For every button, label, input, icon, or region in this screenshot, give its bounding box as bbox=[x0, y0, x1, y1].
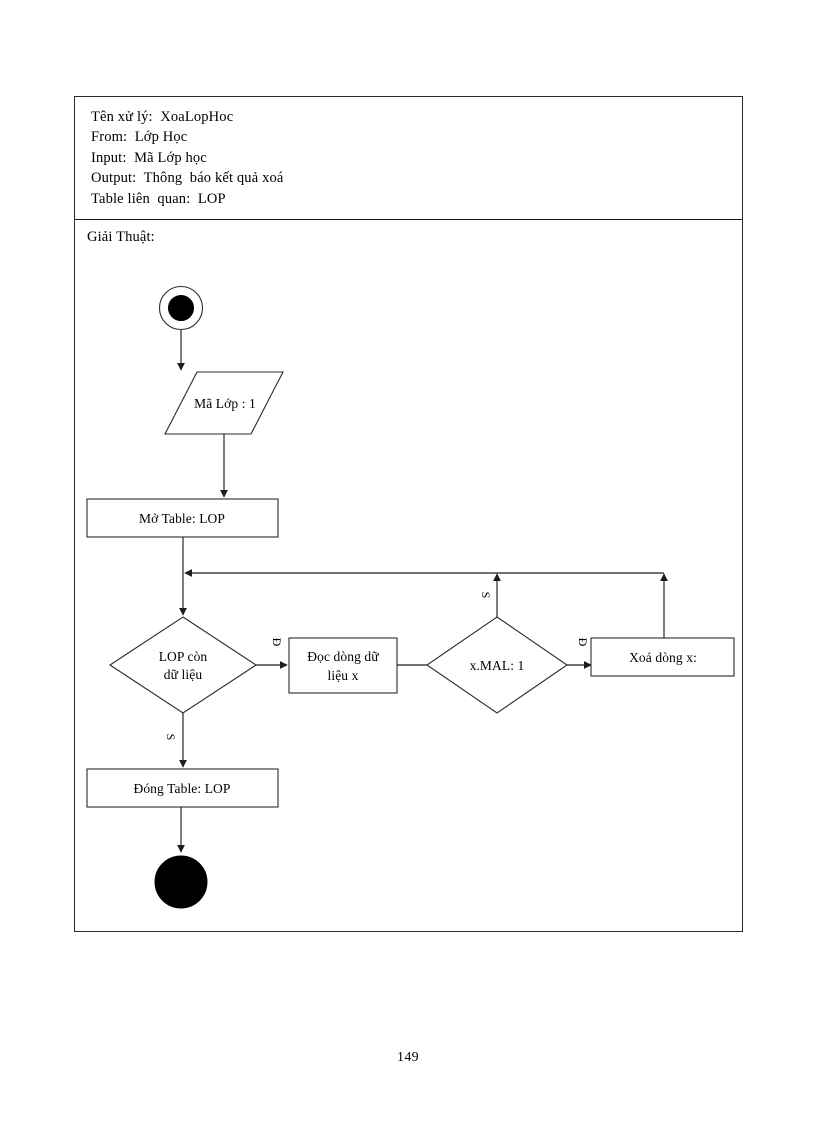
node-decision-check-mal-label: x.MAL: 1 bbox=[470, 658, 525, 673]
node-input-ma-lop: Mã Lớp : 1 bbox=[164, 371, 284, 435]
node-read-row-label-line2: liệu x bbox=[328, 668, 359, 683]
node-decision-has-data: LOP còn dữ liệu bbox=[108, 616, 258, 714]
edge-label-check-mal-true: Đ bbox=[576, 638, 590, 647]
algorithm-section-title: Giải Thuật: bbox=[87, 229, 155, 245]
meta-line-from: From: Lớp Học bbox=[91, 129, 188, 146]
node-read-row-label-line1: Đọc dòng dữ bbox=[307, 649, 379, 664]
node-close-table-label: Đóng Table: LOP bbox=[133, 781, 230, 796]
meta-line-process-name: Tên xử lý: XoaLopHoc bbox=[91, 109, 234, 125]
meta-line-output: Output: Thông báo kết quả xoá bbox=[91, 170, 284, 187]
node-close-table: Đóng Table: LOP bbox=[86, 768, 279, 808]
node-input-label: Mã Lớp : 1 bbox=[194, 396, 256, 411]
header-divider bbox=[75, 219, 742, 220]
node-open-table-label: Mở Table: LOP bbox=[139, 511, 225, 526]
node-decision-has-data-label-line2: dữ liệu bbox=[164, 667, 203, 682]
flowchart-canvas: Mã Lớp : 1 Mở Table: LOP LOP còn dữ liệu… bbox=[75, 97, 744, 933]
node-decision-check-mal: x.MAL: 1 bbox=[426, 616, 568, 714]
meta-line-table: Table liên quan: LOP bbox=[91, 190, 226, 207]
node-end bbox=[154, 855, 208, 909]
page-number: 149 bbox=[397, 1050, 419, 1065]
node-read-row: Đọc dòng dữ liệu x bbox=[288, 637, 398, 694]
document-frame: Tên xử lý: XoaLopHoc From: Lớp Học Input… bbox=[74, 96, 743, 932]
edge-label-has-data-false: S bbox=[164, 734, 178, 741]
node-decision-has-data-label-line1: LOP còn bbox=[159, 649, 208, 664]
node-start bbox=[158, 285, 204, 331]
edge-label-has-data-true: Đ bbox=[270, 638, 284, 647]
node-delete-row: Xoá dòng x: bbox=[590, 637, 735, 677]
node-open-table: Mở Table: LOP bbox=[86, 498, 279, 538]
process-metadata-block: Tên xử lý: XoaLopHoc From: Lớp Học Input… bbox=[91, 107, 711, 209]
meta-line-input: Input: Mã Lớp học bbox=[91, 149, 207, 166]
edge-label-check-mal-false: S bbox=[479, 592, 493, 599]
node-delete-row-label: Xoá dòng x: bbox=[629, 650, 697, 665]
